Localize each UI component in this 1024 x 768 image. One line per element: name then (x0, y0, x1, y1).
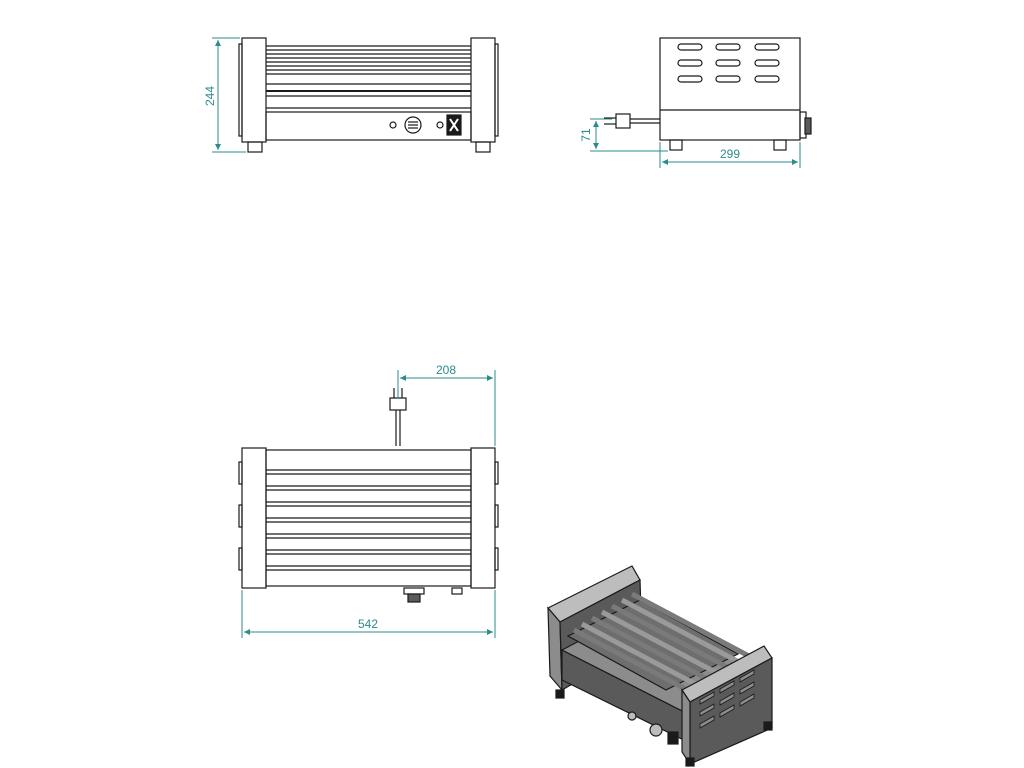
front-right-panel-edge (494, 43, 499, 137)
front-right-panel (470, 37, 496, 143)
side-foot-right (773, 139, 787, 151)
iso-front-panel-end (681, 688, 691, 766)
top-view (238, 388, 499, 603)
front-left-panel (241, 37, 267, 143)
side-foot-left (669, 139, 683, 151)
iso-rollers (566, 591, 766, 703)
top-right-panel (470, 447, 496, 589)
dim-top-width-label: 542 (358, 617, 378, 631)
front-view (238, 37, 499, 153)
side-view (604, 37, 812, 151)
iso-switch (667, 731, 679, 745)
top-plug (389, 397, 407, 411)
dim-top-cable-offset-label: 208 (436, 363, 456, 377)
top-control-housing (403, 587, 425, 595)
iso-foot-3 (763, 721, 773, 731)
front-foot-right (475, 141, 491, 153)
dim-front-height-label: 244 (203, 86, 217, 106)
dim-front-height (212, 37, 246, 153)
iso-indicator (627, 711, 637, 721)
iso-foot-1 (555, 689, 565, 699)
isometric-view (547, 565, 773, 767)
side-vent-slots (677, 43, 780, 83)
dim-side-leg-height (590, 118, 668, 152)
dim-side-leg-height-label: 71 (579, 128, 593, 142)
front-indicator-right (436, 121, 444, 129)
side-panel (659, 37, 801, 141)
dim-top-cable-offset (397, 370, 496, 446)
dim-side-depth (659, 142, 801, 168)
front-left-panel-edge (238, 43, 243, 137)
front-thermostat-knob (404, 116, 422, 134)
top-switch (451, 587, 463, 595)
top-knob (407, 593, 421, 603)
side-knob (804, 117, 812, 135)
dim-side-depth-label: 299 (720, 147, 740, 161)
front-rollers (266, 45, 471, 75)
iso-vent-slots (699, 669, 755, 729)
front-base (265, 111, 472, 141)
front-foot-left (247, 141, 263, 153)
top-left-panel (241, 447, 267, 589)
side-plug (615, 113, 631, 129)
dim-top-width (241, 590, 496, 638)
iso-thermostat-knob (649, 723, 663, 737)
iso-foot-2 (685, 757, 695, 767)
top-rollers (266, 469, 471, 571)
front-indicator-left (389, 121, 397, 129)
